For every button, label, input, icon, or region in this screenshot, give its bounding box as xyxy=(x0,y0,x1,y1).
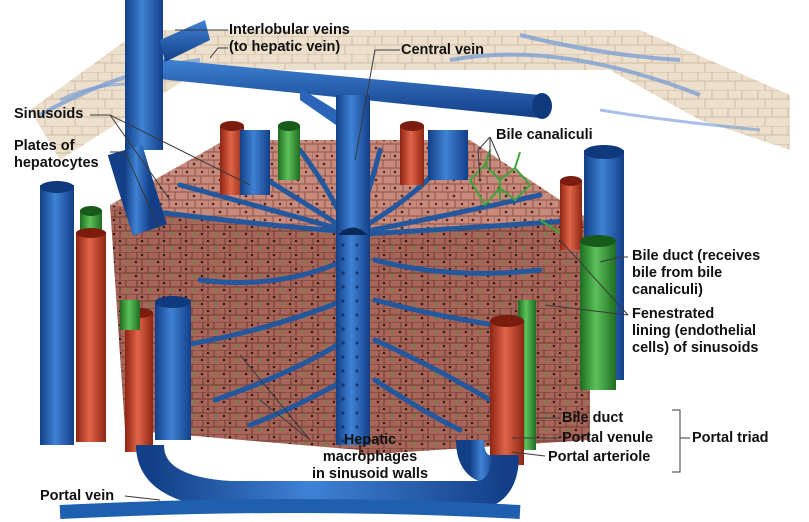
portal-venule-label: Portal venule xyxy=(562,430,653,447)
plates-of-hepatocytes-label: Plates of hepatocytes xyxy=(14,138,99,172)
central-vein-label: Central vein xyxy=(401,42,484,59)
hepatic-macrophages-label: Hepatic macrophages in sinusoid walls xyxy=(312,432,428,483)
fenestrated-lining-label: Fenestrated lining (endothelial cells) o… xyxy=(632,306,759,357)
fenestrated-lining-line1: Fenestrated xyxy=(632,306,759,323)
bile-duct-receives-label: Bile duct (receives bile from bile canal… xyxy=(632,248,760,299)
hepatic-macrophages-line1: Hepatic xyxy=(312,432,428,449)
fenestrated-lining-line3: cells) of sinusoids xyxy=(632,340,759,357)
portal-triad-label: Portal triad xyxy=(692,430,769,447)
hepatic-macrophages-line3: in sinusoid walls xyxy=(312,466,428,483)
bile-duct-receives-line3: canaliculi) xyxy=(632,282,760,299)
plates-of-hepatocytes-line1: Plates of xyxy=(14,138,99,155)
bile-duct-label: Bile duct xyxy=(562,410,623,427)
bile-duct-receives-line1: Bile duct (receives xyxy=(632,248,760,265)
hepatic-macrophages-line2: macrophages xyxy=(312,449,428,466)
portal-vein-label: Portal vein xyxy=(40,488,114,505)
interlobular-veins-line2: (to hepatic vein) xyxy=(229,39,350,56)
portal-arteriole-label: Portal arteriole xyxy=(548,449,650,466)
sinusoids-label: Sinusoids xyxy=(14,106,83,123)
bile-duct-receives-line2: bile from bile xyxy=(632,265,760,282)
interlobular-veins-label: Interlobular veins (to hepatic vein) xyxy=(229,22,350,56)
fenestrated-lining-line2: lining (endothelial xyxy=(632,323,759,340)
bile-canaliculi-label: Bile canaliculi xyxy=(496,127,593,144)
plates-of-hepatocytes-line2: hepatocytes xyxy=(14,155,99,172)
interlobular-veins-line1: Interlobular veins xyxy=(229,22,350,39)
